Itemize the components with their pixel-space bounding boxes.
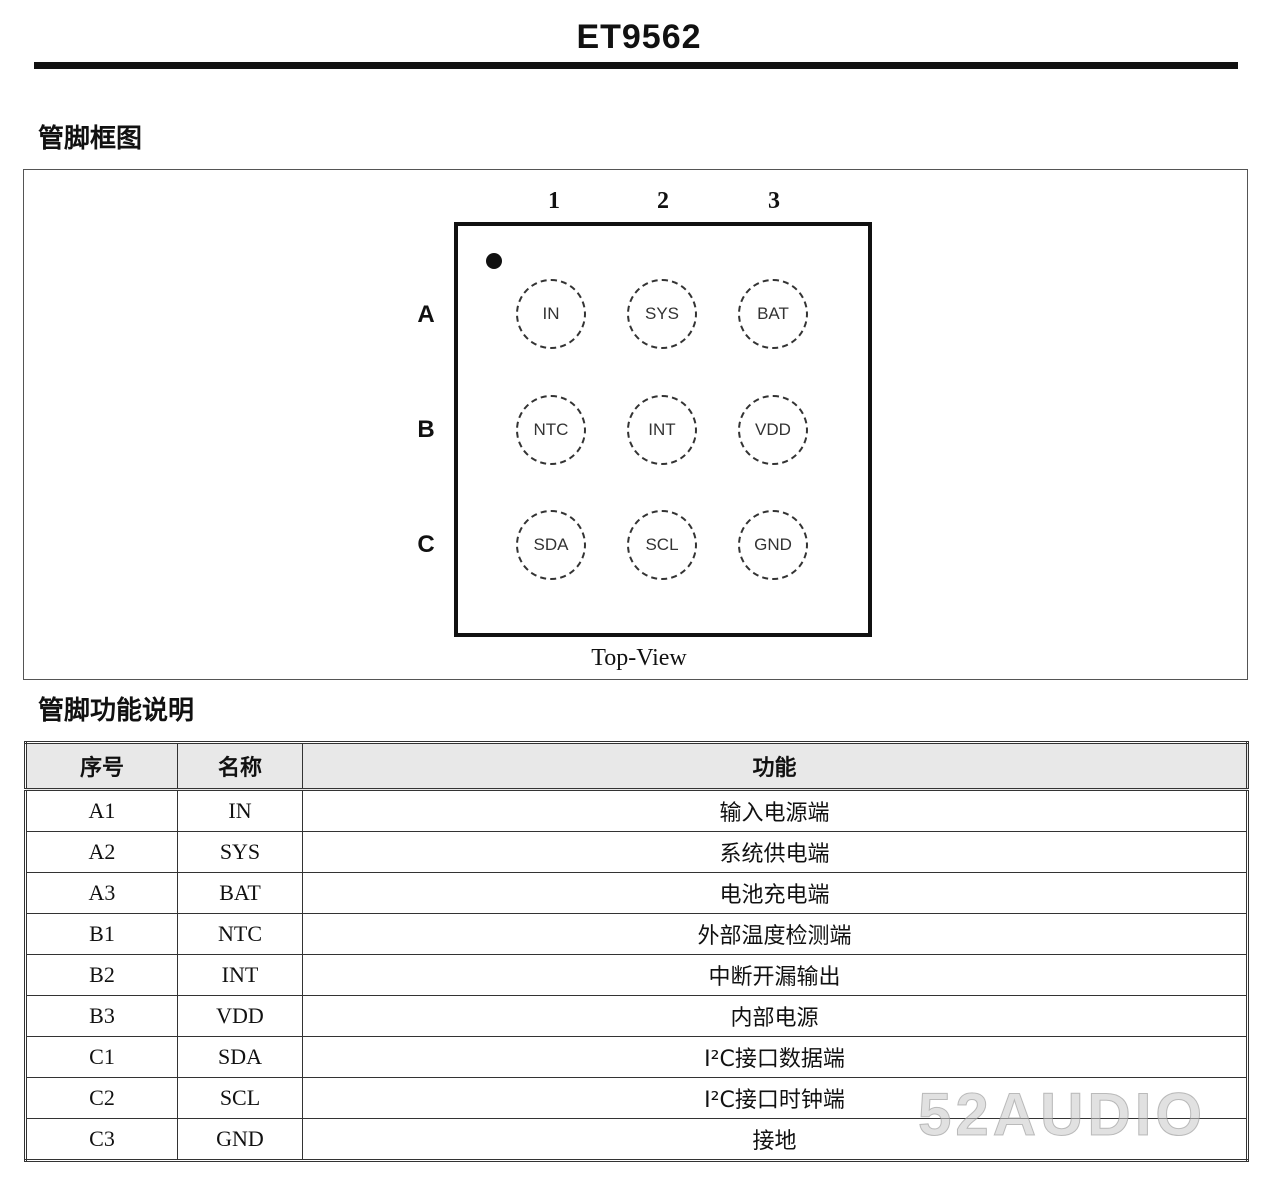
document-title: ET9562 <box>576 18 702 56</box>
pin-a1: IN <box>516 279 586 349</box>
pin-name: IN <box>177 789 303 832</box>
pin-number: A2 <box>25 831 178 873</box>
pin-name: SCL <box>177 1077 303 1119</box>
column-label-1: 1 <box>548 188 560 214</box>
table-header-row: 序号 名称 功能 <box>25 742 1248 791</box>
pin-diagram-heading: 管脚框图 <box>38 124 143 154</box>
pin-c1: SDA <box>516 510 586 580</box>
pin-diagram-frame <box>23 169 1248 680</box>
column-label-3: 3 <box>768 188 780 214</box>
pin-c2: SCL <box>627 510 697 580</box>
pin-function: 电池充电端 <box>302 872 1248 914</box>
pin-name: VDD <box>177 995 303 1037</box>
pin-b2: INT <box>627 395 697 465</box>
pin-number: C1 <box>25 1036 178 1078</box>
header-name: 名称 <box>177 742 303 791</box>
table-row: C1 SDA I²C接口数据端 <box>25 1036 1248 1078</box>
pin-a2: SYS <box>627 279 697 349</box>
table-row: B1 NTC 外部温度检测端 <box>25 913 1248 955</box>
table-row: A2 SYS 系统供电端 <box>25 831 1248 873</box>
pin-name: SDA <box>177 1036 303 1078</box>
pin-function: 外部温度检测端 <box>302 913 1248 955</box>
pin-function: 系统供电端 <box>302 831 1248 873</box>
pin-function: I²C接口时钟端 <box>302 1077 1248 1119</box>
table-row: C3 GND 接地 <box>25 1118 1248 1161</box>
pin-number: B2 <box>25 954 178 996</box>
table-row: A3 BAT 电池充电端 <box>25 872 1248 914</box>
table-row: A1 IN 输入电源端 <box>25 789 1248 832</box>
pin-function-heading: 管脚功能说明 <box>38 696 195 726</box>
pin-number: A1 <box>25 789 178 832</box>
row-label-b: B <box>417 416 435 443</box>
top-view-caption: Top-View <box>591 645 687 671</box>
pin-name: NTC <box>177 913 303 955</box>
title-rule <box>34 62 1238 69</box>
column-label-2: 2 <box>657 188 669 214</box>
pin-number: C2 <box>25 1077 178 1119</box>
pin-function: I²C接口数据端 <box>302 1036 1248 1078</box>
pin-function: 内部电源 <box>302 995 1248 1037</box>
pin-name: BAT <box>177 872 303 914</box>
pin-number: B3 <box>25 995 178 1037</box>
row-label-a: A <box>417 301 435 328</box>
pin-number: B1 <box>25 913 178 955</box>
chip-package-outline <box>454 222 872 637</box>
pin-b3: VDD <box>738 395 808 465</box>
pin-function: 接地 <box>302 1118 1248 1161</box>
pin-a3: BAT <box>738 279 808 349</box>
pin1-marker-dot <box>486 253 502 269</box>
pin-function: 输入电源端 <box>302 789 1248 832</box>
pin-name: SYS <box>177 831 303 873</box>
pin-function: 中断开漏输出 <box>302 954 1248 996</box>
header-function: 功能 <box>302 742 1248 791</box>
table-row: B3 VDD 内部电源 <box>25 995 1248 1037</box>
header-number: 序号 <box>25 742 178 791</box>
pin-function-table: 序号 名称 功能 A1 IN 输入电源端 A2 SYS 系统供电端 A3 BAT… <box>24 741 1249 1162</box>
pin-name: GND <box>177 1118 303 1161</box>
pin-number: A3 <box>25 872 178 914</box>
watermark-logo: 52AUDIO <box>917 1081 1207 1149</box>
row-label-c: C <box>417 531 435 558</box>
table-row: B2 INT 中断开漏输出 <box>25 954 1248 996</box>
pin-c3: GND <box>738 510 808 580</box>
table-row: C2 SCL I²C接口时钟端 <box>25 1077 1248 1119</box>
pin-name: INT <box>177 954 303 996</box>
pin-number: C3 <box>25 1118 178 1161</box>
pin-b1: NTC <box>516 395 586 465</box>
